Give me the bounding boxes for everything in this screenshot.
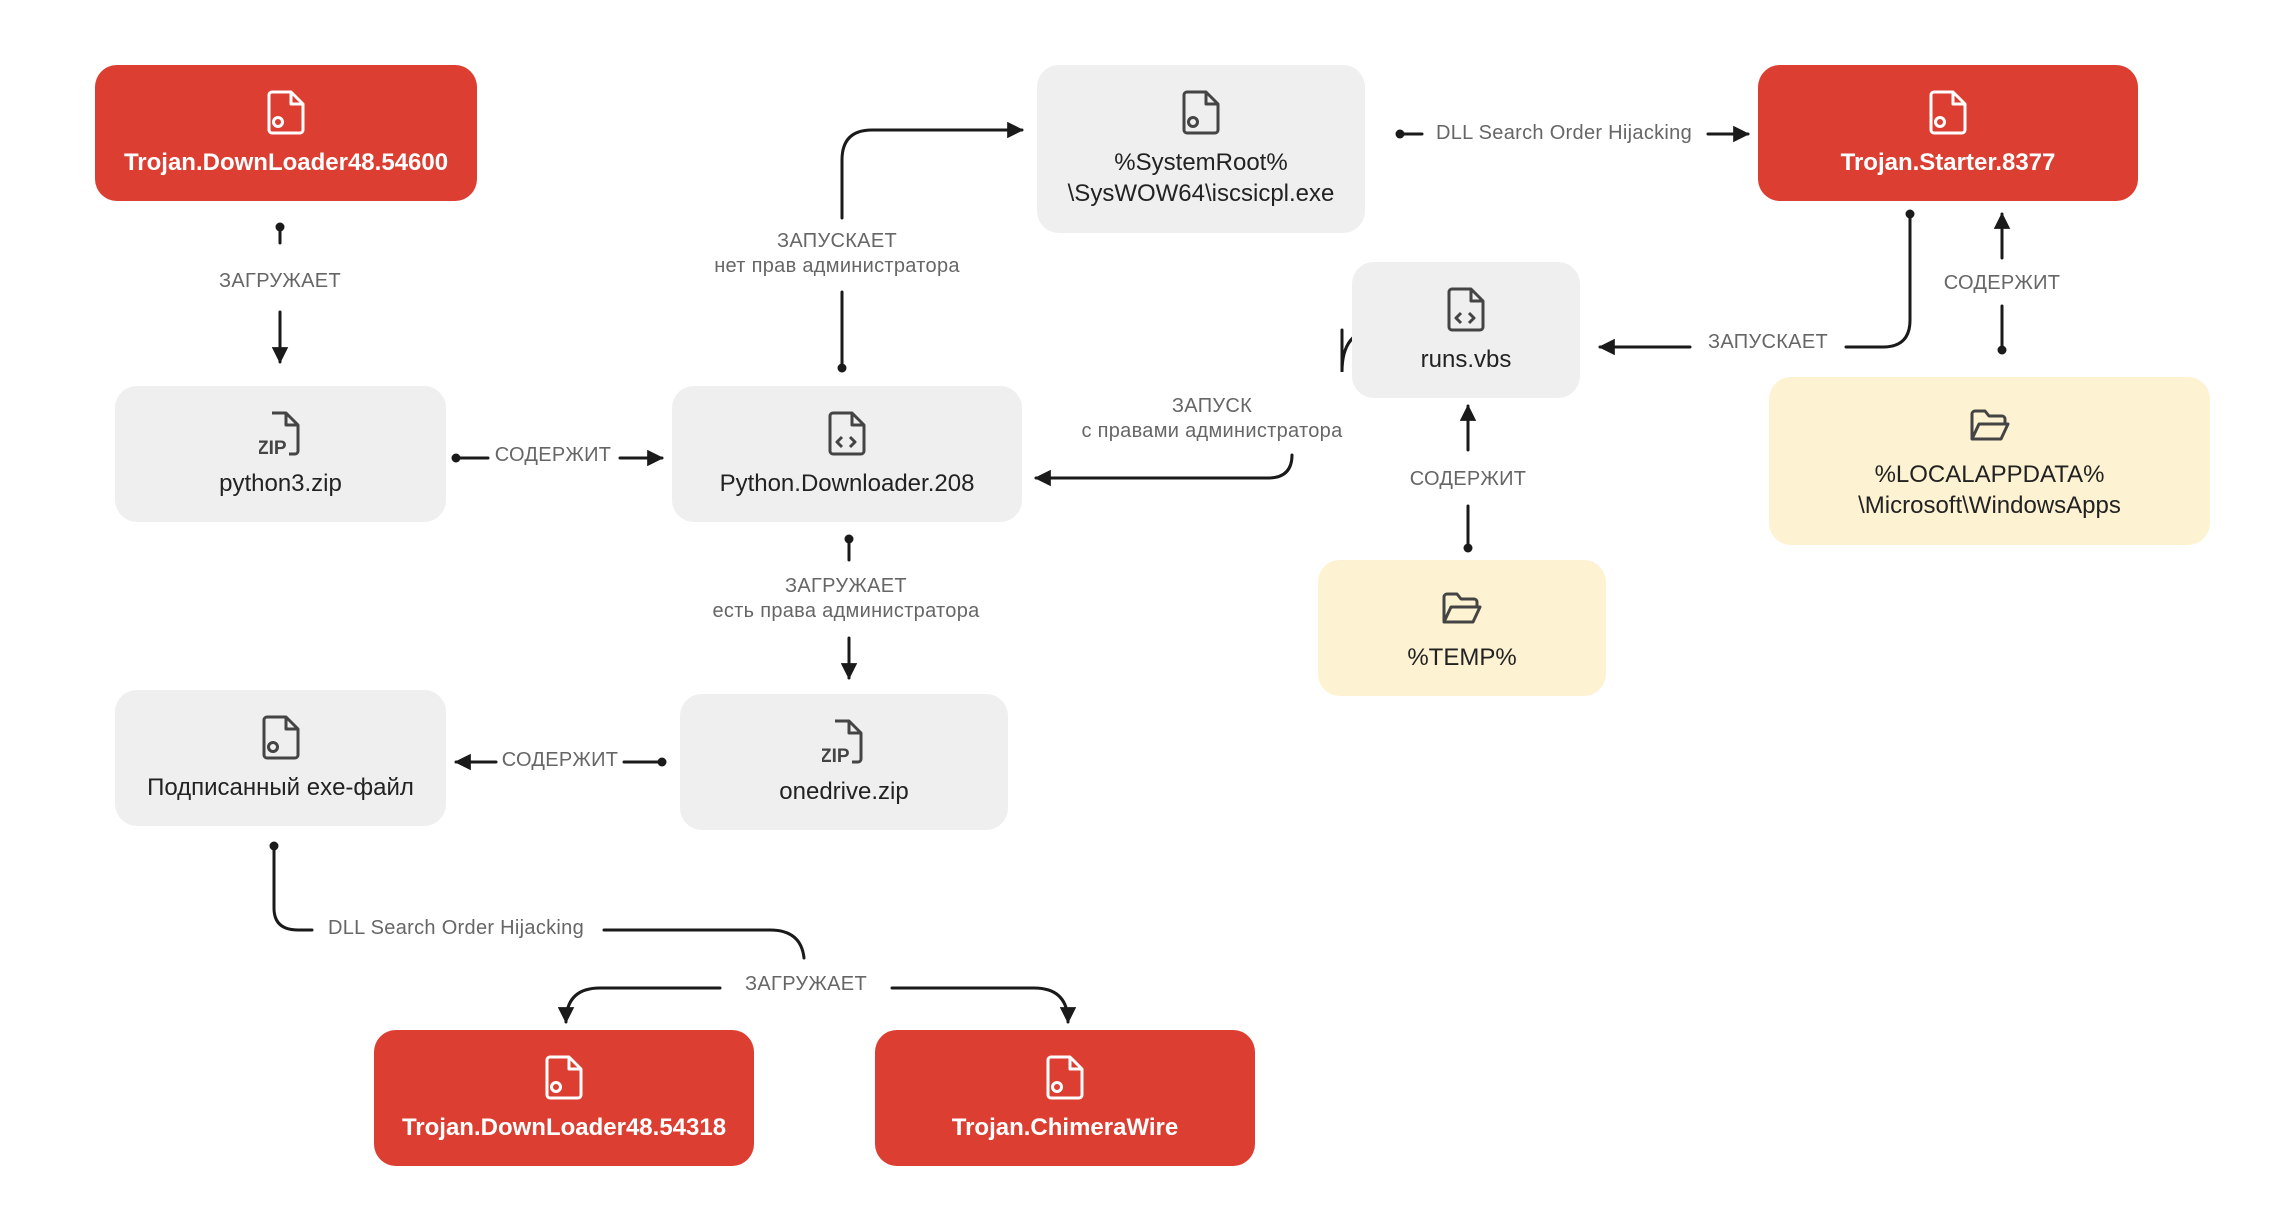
exe-file-icon	[1929, 90, 1967, 134]
node-runs-vbs: runs.vbs	[1352, 262, 1580, 398]
edge-label-loads: ЗАГРУЖАЕТ есть права администратора	[712, 574, 979, 624]
node-label: %LOCALAPPDATA% \Microsoft\WindowsApps	[1858, 461, 2121, 519]
edge-label-dll-hijack: DLL Search Order Hijacking	[1435, 122, 1693, 144]
exe-file-icon	[1046, 1055, 1084, 1099]
exe-file-icon	[1182, 90, 1220, 135]
node-label: Trojan.ChimeraWire	[951, 1113, 1179, 1141]
node-python3-zip: ZIP python3.zip	[115, 386, 446, 522]
edge-label-sub: есть права администратора	[712, 600, 980, 622]
node-label: Python.Downloader.208	[719, 469, 975, 497]
edge-loads-to-54318	[557, 986, 722, 1024]
node-iscsicpl: %SystemRoot% \SysWOW64\iscsicpl.exe	[1037, 65, 1365, 233]
svg-text:ZIP: ZIP	[822, 746, 850, 766]
edge-launches-to-iscsicpl-upper	[840, 121, 1024, 220]
node-label: onedrive.zip	[779, 777, 909, 805]
node-onedrive-zip: ZIP onedrive.zip	[680, 694, 1008, 830]
node-temp: %TEMP%	[1318, 560, 1606, 696]
script-file-icon	[1447, 287, 1485, 331]
zip-file-icon: ZIP	[259, 411, 299, 458]
edge-label-dll-hijack: DLL Search Order Hijacking	[327, 917, 585, 939]
edge-label-launches: ЗАПУСКАЕТ нет прав администратора	[714, 229, 960, 279]
edge-label-contains: СОДЕРЖИТ	[494, 444, 612, 466]
node-python-downloader: Python.Downloader.208	[672, 386, 1022, 522]
edge-label-sub: с правами администратора	[1081, 420, 1343, 442]
folder-icon	[1970, 409, 2009, 441]
edge-label-contains: СОДЕРЖИТ	[501, 749, 619, 771]
edge-dll-hijack-2-left	[272, 844, 314, 932]
node-starter: Trojan.Starter.8377	[1758, 65, 2138, 201]
node-signed-exe: Подписанный exe-файл	[115, 690, 446, 826]
node-downloader-54318: Trojan.DownLoader48.54318	[374, 1030, 754, 1166]
edge-label-contains: СОДЕРЖИТ	[1409, 468, 1527, 490]
edge-launches-starter-to-runs	[1844, 212, 1912, 349]
node-chimerawire: Trojan.ChimeraWire	[875, 1030, 1255, 1166]
edge-label-loads: ЗАГРУЖАЕТ	[219, 270, 341, 292]
svg-text:ZIP: ZIP	[259, 438, 287, 458]
node-label: Trojan.DownLoader48.54318	[401, 1113, 727, 1141]
node-downloader-54600: Trojan.DownLoader48.54600	[95, 65, 477, 201]
node-label: Подписанный exe-файл	[147, 773, 414, 801]
edge-label-admin-launch: ЗАПУСК с правами администратора	[1081, 394, 1342, 444]
edge-admin-launch-lower	[1034, 453, 1294, 487]
zip-file-icon: ZIP	[822, 719, 863, 766]
edge-label-main: ЗАГРУЖАЕТ	[785, 575, 907, 597]
node-label: Trojan.DownLoader48.54600	[123, 148, 449, 176]
edge-loads-to-chimerawire	[890, 986, 1077, 1024]
node-label: Trojan.Starter.8377	[1840, 148, 2056, 176]
script-file-icon	[828, 411, 866, 455]
exe-file-icon	[267, 90, 305, 134]
node-label: runs.vbs	[1420, 345, 1512, 373]
edge-label-loads: ЗАГРУЖАЕТ	[745, 973, 867, 995]
edge-label-contains: СОДЕРЖИТ	[1943, 272, 2061, 294]
edge-label-main: ЗАПУСК	[1171, 395, 1253, 417]
edge-dll-hijack-2-right	[602, 928, 806, 960]
node-label: python3.zip	[219, 469, 342, 497]
exe-file-icon	[545, 1055, 583, 1099]
node-label: %TEMP%	[1407, 643, 1517, 671]
node-label: %SystemRoot% \SysWOW64\iscsicpl.exe	[1067, 149, 1335, 207]
edge-label-main: ЗАПУСКАЕТ	[777, 230, 897, 252]
exe-file-icon	[262, 715, 299, 759]
node-localappdata: %LOCALAPPDATA% \Microsoft\WindowsApps	[1769, 377, 2210, 545]
edge-label-sub: нет прав администратора	[714, 255, 960, 277]
edge-label-launches: ЗАПУСКАЕТ	[1708, 331, 1828, 353]
folder-icon	[1442, 592, 1482, 623]
